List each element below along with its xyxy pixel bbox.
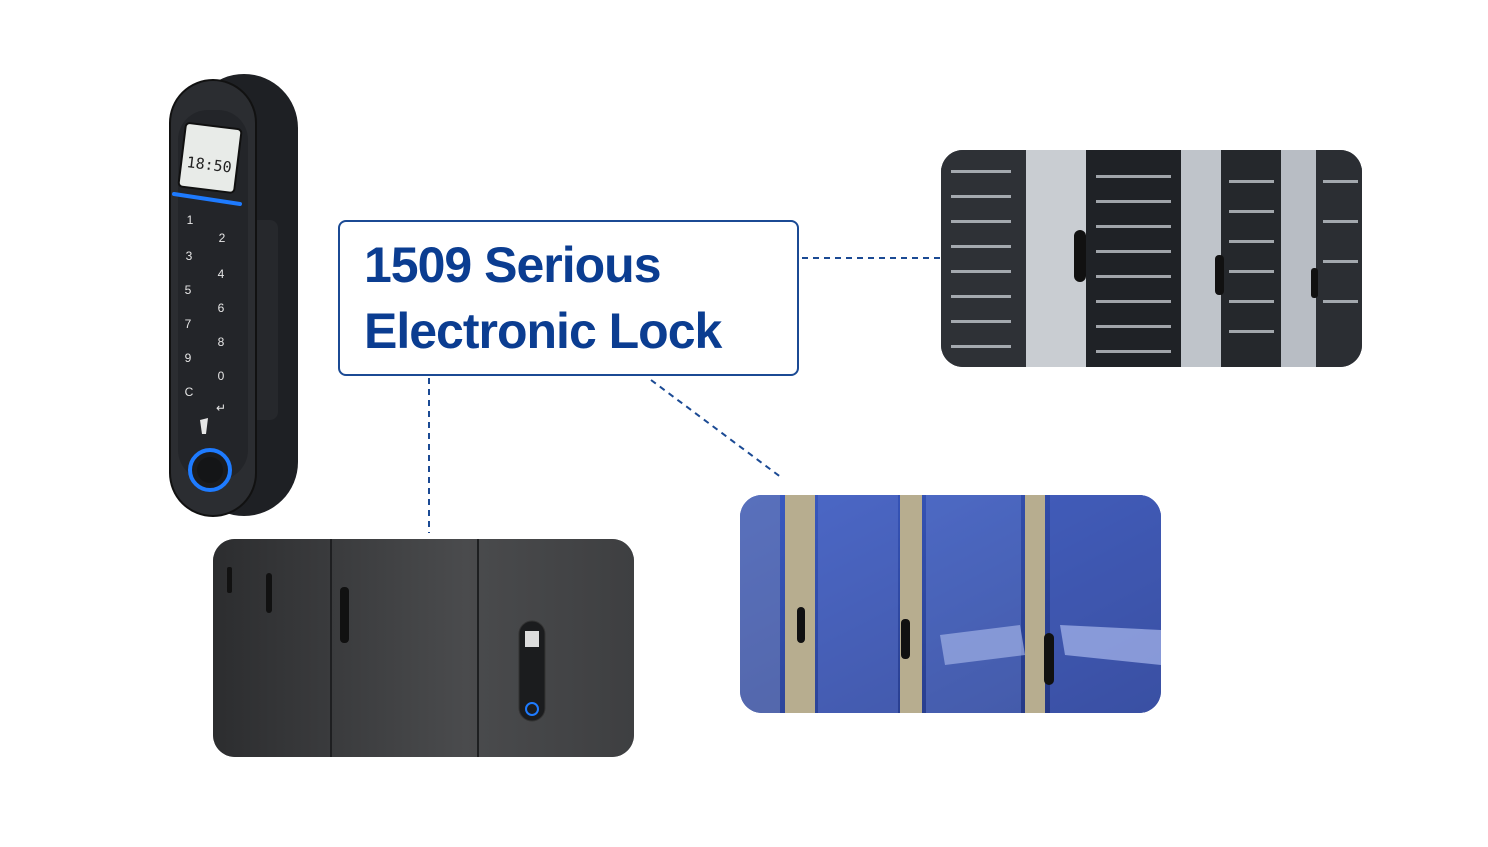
connector-to-glass-photo [650,379,783,479]
glass-cabinet-photo [740,495,1161,713]
mounted-lock [1074,230,1086,282]
mounted-lock [227,567,232,593]
key-2: 2 [219,231,226,245]
key-4: 4 [218,267,225,281]
key-3: 3 [186,249,193,263]
mounted-lock [797,607,805,643]
lock-keypad: 1 2 3 4 5 6 7 8 9 0 C ↵ [185,213,226,415]
mounted-lock [518,620,546,722]
mounted-lock [266,573,272,613]
server-rack-photo [941,150,1362,367]
mounted-lock [1215,255,1224,295]
title-line-2: Electronic Lock [364,303,722,359]
mounted-lock [901,619,910,659]
mounted-lock [1044,633,1054,685]
mounted-lock [1311,268,1318,298]
key-enter: ↵ [216,401,226,415]
key-5: 5 [185,283,192,297]
key-7: 7 [185,317,192,331]
lock-screen [177,122,243,194]
lock-display-time: 18:50 [186,153,233,176]
electronic-lock-product: 18:50 1 2 3 4 5 6 7 8 9 0 C ↵ [160,70,310,520]
key-1: 1 [187,213,194,227]
key-c: C [185,385,194,399]
nfc-icon [200,418,208,434]
mounted-lock [340,587,349,643]
cabinet-wall-photo [213,539,634,757]
key-0: 0 [218,369,225,383]
key-9: 9 [185,351,192,365]
key-6: 6 [218,301,225,315]
key-8: 8 [218,335,225,349]
title-box: 1509 Serious Electronic Lock [338,220,799,376]
title-line-1: 1509 Serious [364,237,662,293]
lock-status-light [172,192,242,206]
